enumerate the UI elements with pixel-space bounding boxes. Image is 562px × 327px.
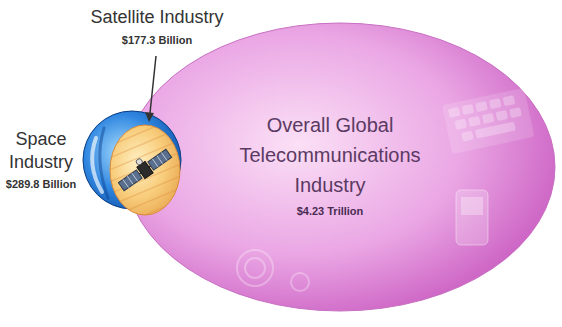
- market-value: $177.3 Billion: [72, 33, 242, 47]
- industry-circle: Space Industry$289.8 BillionSatellite In…: [82, 110, 182, 210]
- industry-ellipse: [125, 23, 555, 311]
- industry-ellipse: Overall Global Telecommunications Indust…: [124, 22, 556, 312]
- industry-name: Space Industry: [3, 128, 79, 173]
- industry-name: Overall Global Telecommunications Indust…: [225, 110, 435, 200]
- industry-disc: Satellite Industry$177.3 Billion: [109, 124, 181, 216]
- market-value: $4.23 Trillion: [225, 204, 435, 219]
- industry-disc-outline: [109, 124, 181, 216]
- industry-name: Satellite Industry: [72, 6, 242, 29]
- phone-picture: [456, 190, 488, 245]
- industry-ellipse-outline: [124, 22, 556, 312]
- industry-disc: [110, 125, 180, 215]
- market-value: $289.8 Billion: [3, 177, 79, 191]
- label-group: Satellite Industry $177.3 Billion: [72, 6, 242, 47]
- label-group: Overall Global Telecommunications Indust…: [225, 110, 435, 219]
- label-group: Space Industry $289.8 Billion: [3, 128, 79, 191]
- industry-circle-outline: [82, 110, 182, 210]
